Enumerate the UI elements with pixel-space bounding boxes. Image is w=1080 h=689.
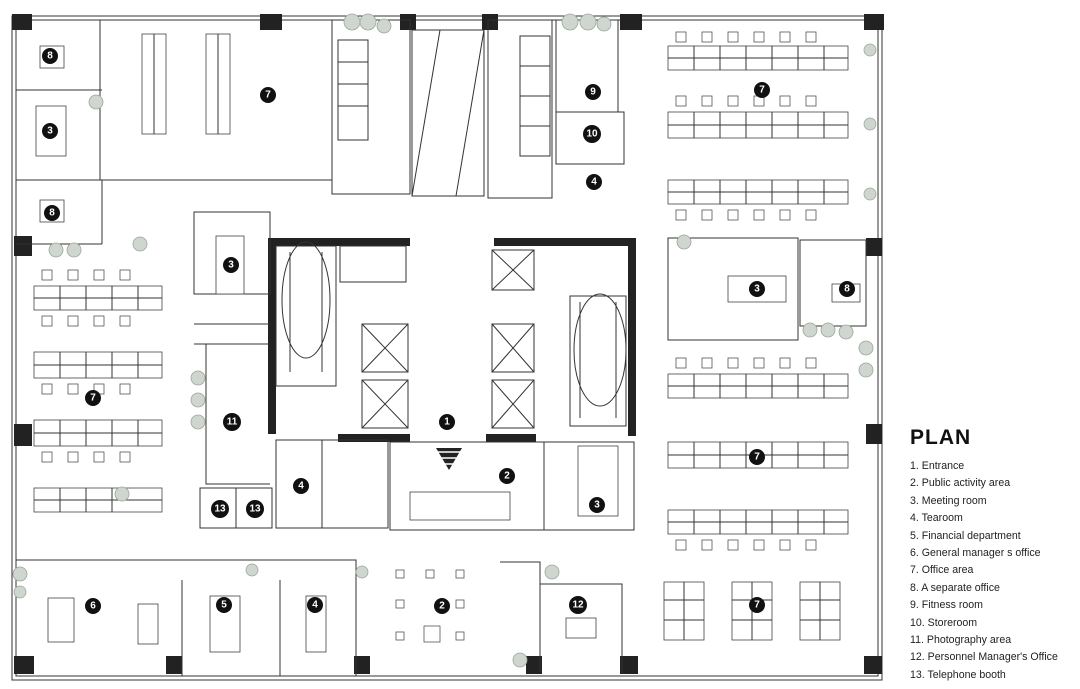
marker-tearoom: 4: [586, 174, 602, 190]
marker-public-activity-area: 2: [499, 468, 515, 484]
marker-tearoom: 4: [307, 597, 323, 613]
marker-office-area: 7: [85, 390, 101, 406]
marker-telephone-booth: 13: [246, 500, 264, 518]
svg-text:10: 10: [586, 129, 598, 140]
marker-office-area: 7: [260, 87, 276, 103]
legend-item: 1. Entrance: [910, 460, 965, 472]
marker-photography-area: 11: [223, 413, 241, 431]
marker-separate-office: 8: [42, 48, 58, 64]
svg-text:5: 5: [221, 600, 227, 611]
desk-cluster-east: [663, 45, 849, 641]
legend-item: 13. Telephone booth: [910, 668, 1006, 681]
svg-text:9: 9: [590, 87, 596, 98]
marker-entrance: 1: [439, 414, 455, 430]
svg-text:3: 3: [754, 284, 760, 295]
svg-text:4: 4: [591, 177, 597, 188]
marker-personnel-manager-office: 12: [569, 596, 587, 614]
marker-separate-office: 8: [44, 205, 60, 221]
marker-public-activity-area: 2: [434, 598, 450, 614]
svg-text:3: 3: [47, 126, 53, 137]
outer-walls: [11, 15, 883, 681]
svg-text:4: 4: [312, 600, 318, 611]
marker-storeroom: 10: [583, 125, 601, 143]
svg-text:3: 3: [228, 260, 234, 271]
svg-text:3: 3: [594, 500, 600, 511]
marker-financial-department: 5: [216, 597, 232, 613]
svg-text:7: 7: [754, 600, 760, 611]
legend-item: 10. Storeroom: [910, 616, 978, 629]
svg-text:2: 2: [439, 601, 445, 612]
svg-text:7: 7: [759, 85, 765, 96]
room-markers: 1 2 2 3 3 3 3 4 4 4 5 6 7 7 7 7 7 8 8 8 …: [42, 48, 855, 614]
legend-item: 5. Financial department: [910, 529, 1021, 542]
marker-meeting-room: 3: [589, 497, 605, 513]
structural-columns: [12, 14, 884, 674]
legend-item: 6. General manager s office: [910, 546, 1041, 559]
svg-text:12: 12: [572, 600, 584, 611]
svg-text:1: 1: [444, 417, 450, 428]
svg-text:7: 7: [754, 452, 760, 463]
desk-cluster-northwest: [141, 33, 231, 135]
legend-item: 11. Photography area: [910, 633, 1012, 646]
restroom-block: [331, 19, 625, 199]
partitions: [16, 19, 867, 676]
svg-text:2: 2: [504, 471, 510, 482]
marker-office-area: 7: [749, 597, 765, 613]
svg-text:8: 8: [47, 51, 53, 62]
legend-item: 3. Meeting room: [910, 494, 987, 507]
svg-text:7: 7: [90, 393, 96, 404]
svg-text:8: 8: [844, 284, 850, 295]
svg-text:8: 8: [49, 208, 55, 219]
legend-item: 4. Tearoom: [910, 512, 963, 525]
marker-fitness-room: 9: [585, 84, 601, 100]
legend-list: 1. Entrance 2. Public activity area 3. M…: [910, 458, 1075, 684]
marker-telephone-booth: 13: [211, 500, 229, 518]
legend-title: PLAN: [910, 426, 972, 449]
legend-item: 12. Personnel Manager's Office: [910, 651, 1058, 664]
chairs: [41, 31, 817, 643]
legend-item: 9. Fitness room: [910, 599, 984, 612]
desk-cluster-west: [33, 285, 163, 513]
marker-office-area: 7: [754, 82, 770, 98]
svg-text:13: 13: [249, 504, 261, 515]
marker-meeting-room: 3: [749, 281, 765, 297]
svg-text:13: 13: [214, 504, 226, 515]
building-core: [268, 238, 636, 470]
marker-separate-office: 8: [839, 281, 855, 297]
marker-meeting-room: 3: [42, 123, 58, 139]
svg-text:6: 6: [90, 601, 96, 612]
marker-general-manager-office: 6: [85, 598, 101, 614]
marker-tearoom: 4: [293, 478, 309, 494]
svg-text:7: 7: [265, 90, 271, 101]
marker-meeting-room: 3: [223, 257, 239, 273]
legend-item: 8. A separate office: [910, 581, 1000, 594]
marker-office-area: 7: [749, 449, 765, 465]
plan-legend: PLAN 1. Entrance 2. Public activity area…: [910, 426, 1075, 684]
legend-item: 7. Office area: [910, 564, 974, 577]
meeting-tables: [35, 45, 861, 653]
legend-item: 2. Public activity area: [910, 477, 1011, 490]
svg-text:11: 11: [227, 417, 238, 428]
plants: [12, 13, 877, 668]
svg-text:4: 4: [298, 481, 304, 492]
